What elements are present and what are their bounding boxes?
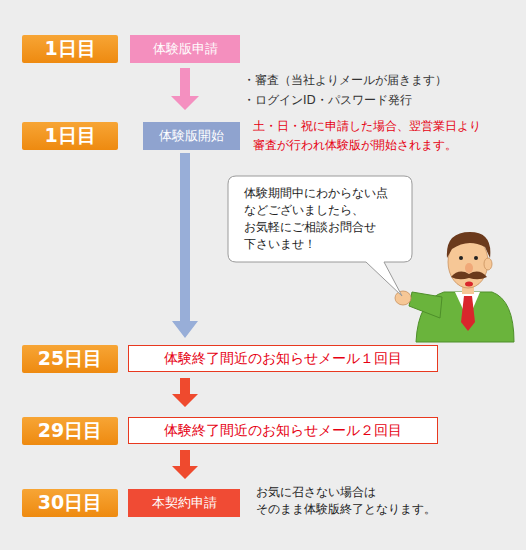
step-box: 体験版申請 — [130, 35, 240, 63]
step-box: 体験終了間近のお知らせメール１回目 — [128, 345, 438, 372]
mouth — [465, 282, 473, 287]
node-text: 1日目 — [44, 36, 95, 62]
note-text: 土・日・祝に申請した場合、翌営業日より 審査が行われ体験版が開始されます。 — [253, 117, 489, 155]
bubble-shape — [228, 176, 412, 296]
flow-arrow — [171, 68, 199, 110]
step-box: 体験版開始 — [143, 122, 240, 150]
day-badge: 25日目 — [22, 345, 118, 373]
step-box: 体験終了間近のお知らせメール２回目 — [128, 417, 438, 444]
flow-arrow — [172, 153, 198, 338]
node-text: 30日目 — [38, 490, 102, 516]
day-badge: 30日目 — [22, 489, 118, 517]
day-badge: 29日目 — [22, 417, 118, 445]
node-text: 体験期間中にわからない点 などございましたら、 お気軽にご相談お問合せ 下さいま… — [244, 185, 398, 253]
note-text: ・ログインID・パスワード発行 — [243, 91, 513, 109]
nose — [465, 263, 473, 273]
flow-arrow — [172, 378, 198, 407]
hand — [395, 291, 411, 305]
node-text: 25日目 — [38, 346, 102, 372]
flow-arrow — [172, 450, 198, 479]
eye — [474, 256, 478, 260]
node-text: 1日目 — [44, 123, 95, 149]
note-text: ・審査（当社よりメールが届きます） — [243, 71, 513, 89]
hair — [447, 232, 490, 258]
eye — [459, 256, 463, 260]
sleeve — [409, 292, 442, 318]
speech-bubble: 体験期間中にわからない点 などございましたら、 お気軽にご相談お問合せ 下さいま… — [228, 176, 412, 262]
step-box: 本契約申請 — [128, 489, 240, 517]
guide-man — [395, 232, 514, 342]
day-badge: 1日目 — [22, 35, 118, 63]
node-text: 体験終了間近のお知らせメール１回目 — [164, 350, 402, 368]
day-badge: 1日目 — [22, 122, 118, 150]
note-text: お気に召さない場合は そのまま体験版終了となります。 — [256, 484, 506, 518]
node-text: 29日目 — [38, 418, 102, 444]
node-text: 本契約申請 — [152, 494, 217, 512]
ear — [484, 258, 492, 270]
node-text: 体験終了間近のお知らせメール２回目 — [164, 422, 402, 440]
node-text: 体験版申請 — [153, 40, 218, 58]
tie — [461, 296, 475, 331]
node-text: 体験版開始 — [159, 127, 224, 145]
mustache — [451, 272, 487, 280]
